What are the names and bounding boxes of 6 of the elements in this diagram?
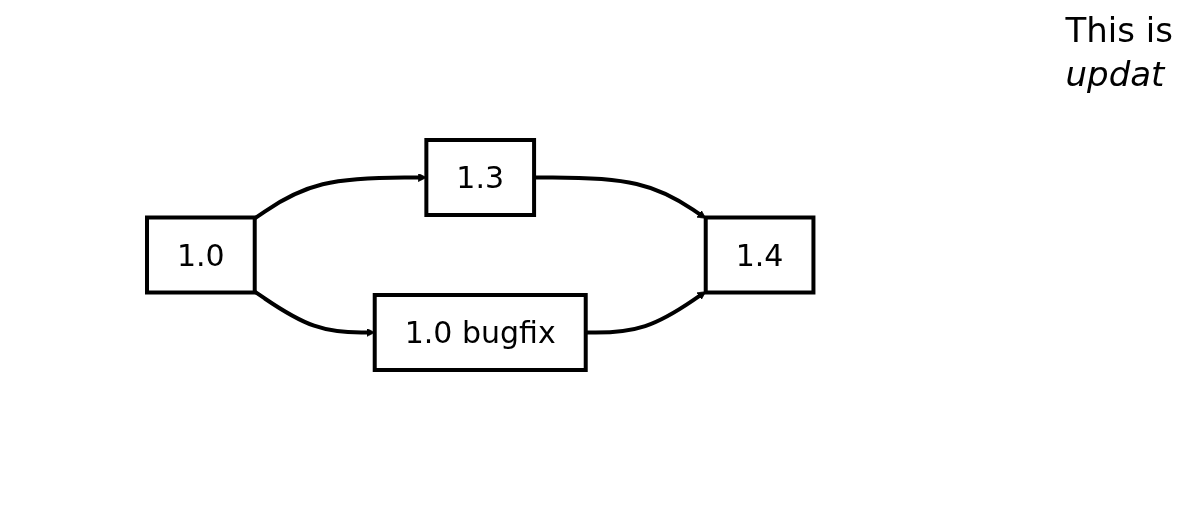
note-text: This is xyxy=(1065,10,1173,50)
node-box: 1.3 xyxy=(424,137,536,217)
node-box: 1.4 xyxy=(703,215,816,294)
note-text: updat xyxy=(1065,54,1167,94)
node-box: 1.0 xyxy=(144,215,257,294)
node-box: 1.0 bugfix xyxy=(372,292,588,372)
